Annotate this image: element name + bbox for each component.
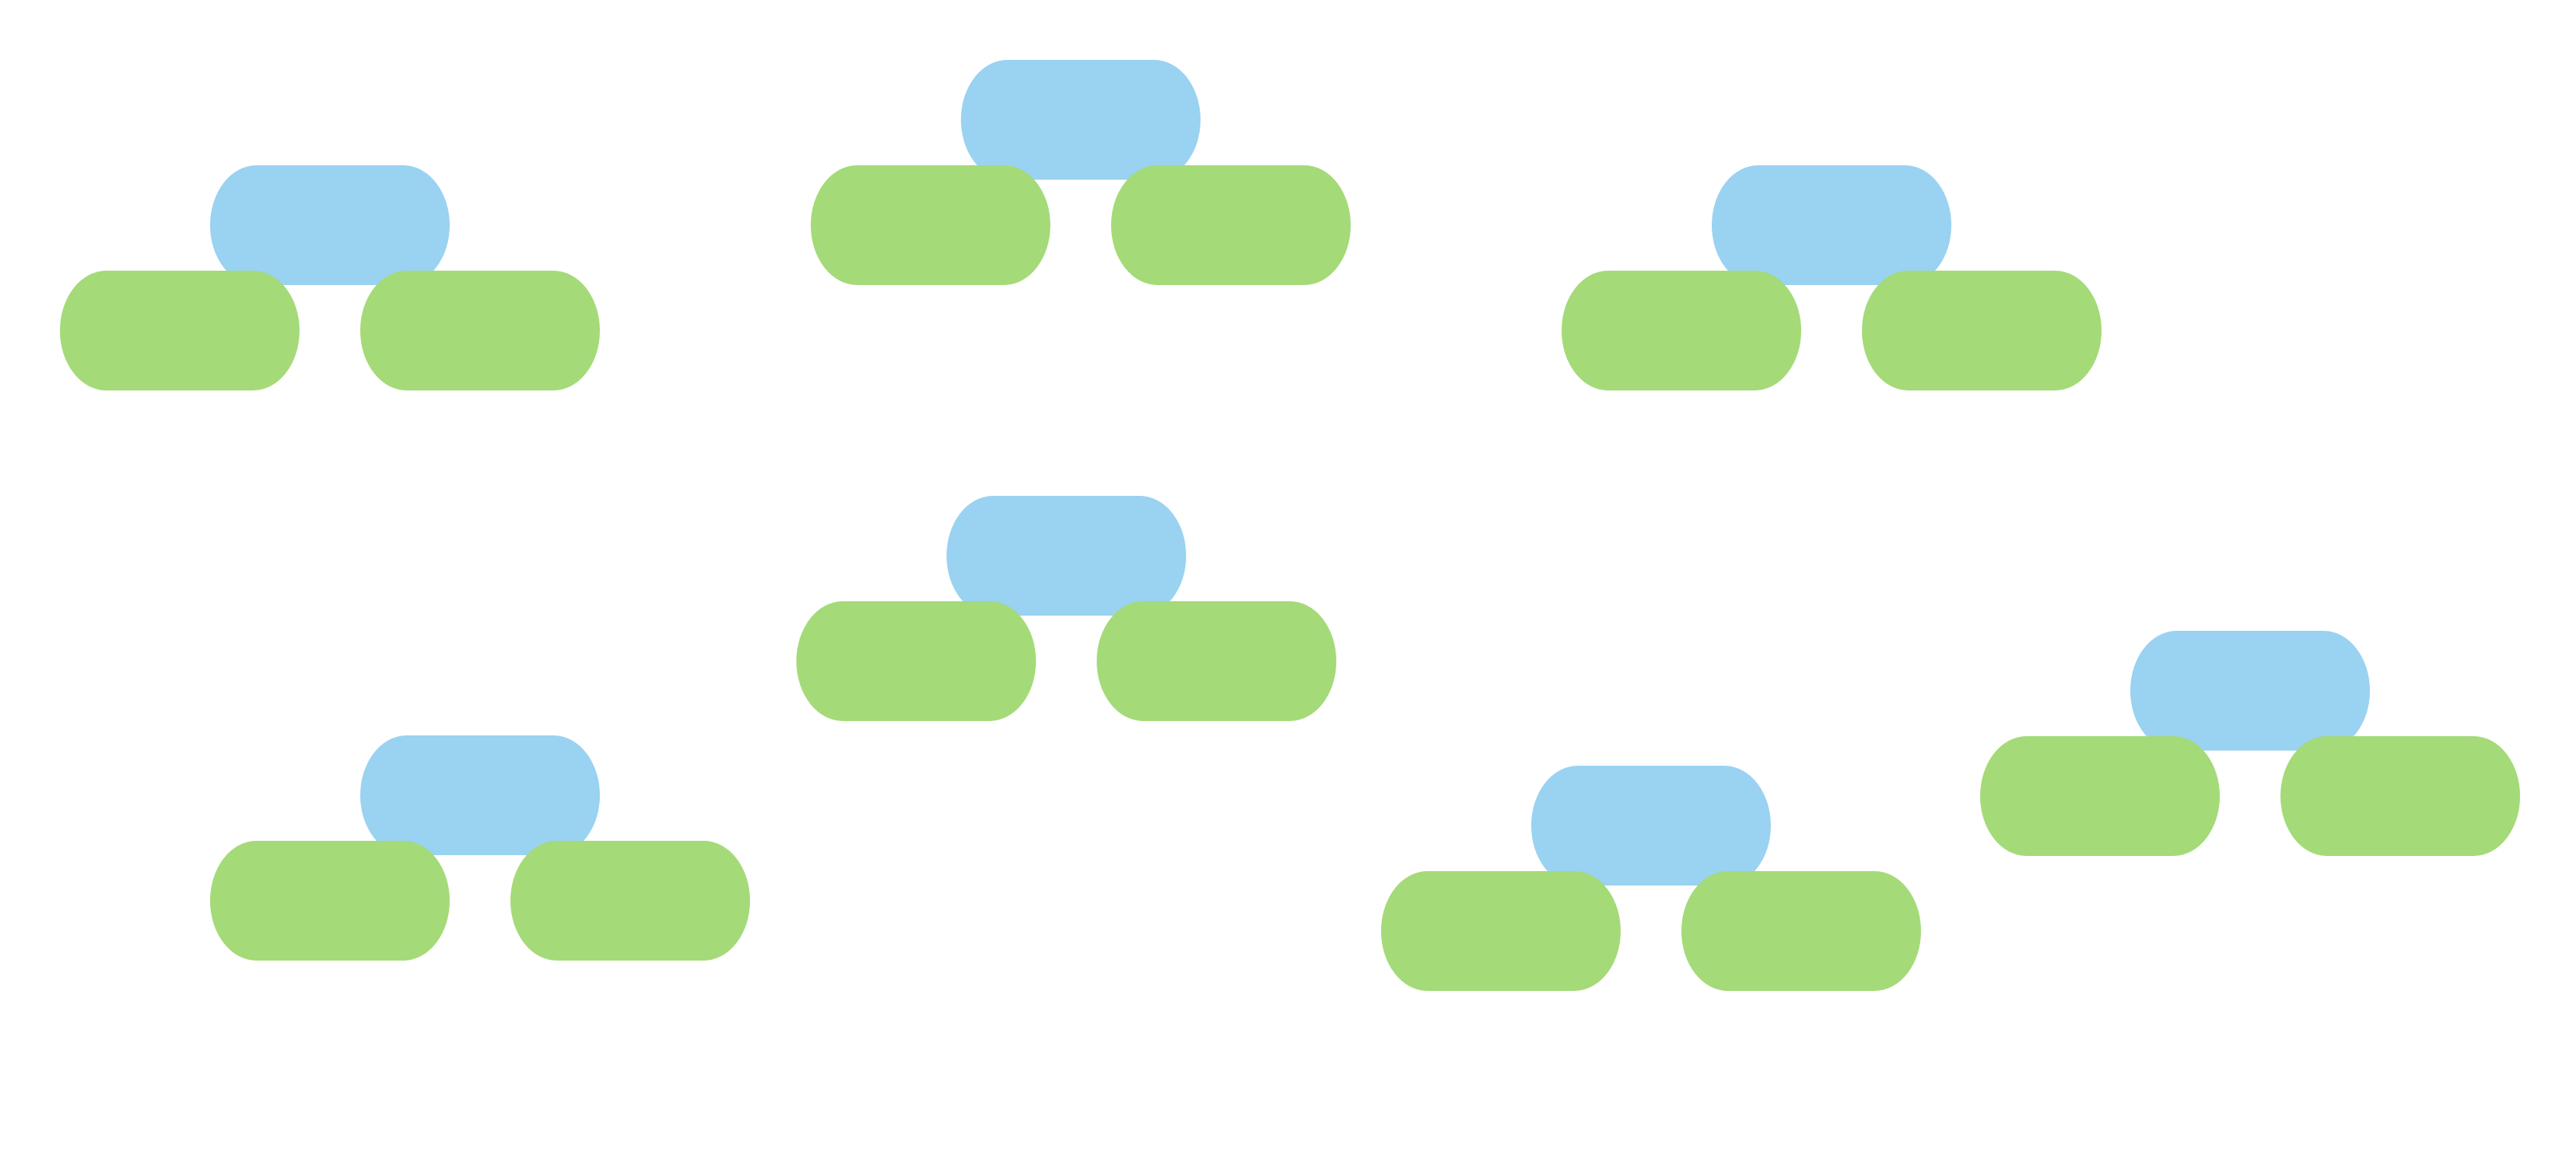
tree-3 — [1562, 165, 2102, 390]
tree-3-root-node — [1712, 165, 1951, 285]
tree-2-child-node-1-shape — [811, 165, 1050, 285]
tree-7-root-node — [1531, 766, 1771, 886]
tree-1-root-node-shape — [210, 165, 450, 285]
tree-3-child-node-2-shape — [1862, 271, 2102, 390]
tree-7-child-node-1-shape — [1381, 871, 1621, 991]
tree-6-child-node-2-shape — [2280, 736, 2520, 856]
tree-6-root-node-shape — [2130, 631, 2370, 751]
tree-5 — [210, 735, 750, 961]
tree-6 — [1980, 631, 2520, 856]
tree-6-child-node-1-shape — [1980, 736, 2220, 856]
tree-2-root-node — [961, 60, 1201, 180]
tree-4-root-node — [947, 496, 1186, 616]
tree-2-child-node-2 — [1111, 165, 1351, 285]
tree-5-child-node-2 — [510, 841, 750, 961]
tree-4-root-node-shape — [947, 496, 1186, 616]
tree-3-child-node-1 — [1562, 271, 1801, 390]
tree-2-child-node-1 — [811, 165, 1050, 285]
tree-5-child-node-2-shape — [510, 841, 750, 961]
tree-6-root-node — [2130, 631, 2370, 751]
tree-6-child-node-1 — [1980, 736, 2220, 856]
tree-1-child-node-1 — [60, 271, 300, 390]
tree-1-child-node-2 — [360, 271, 600, 390]
tree-7-child-node-2 — [1681, 871, 1921, 991]
tree-3-child-node-2 — [1862, 271, 2102, 390]
tree-5-root-node-shape — [360, 735, 600, 855]
tree-6-child-node-2 — [2280, 736, 2520, 856]
tree-1-child-node-2-shape — [360, 271, 600, 390]
tree-5-child-node-1-shape — [210, 841, 450, 961]
tree-4 — [796, 496, 1336, 721]
tree-4-child-node-1 — [796, 601, 1036, 721]
tree-3-child-node-1-shape — [1562, 271, 1801, 390]
tree-1 — [60, 165, 600, 390]
tree-3-root-node-shape — [1712, 165, 1951, 285]
tree-2 — [811, 60, 1351, 285]
tree-5-root-node — [360, 735, 600, 855]
tree-7-child-node-1 — [1381, 871, 1621, 991]
tree-5-child-node-1 — [210, 841, 450, 961]
tree-2-root-node-shape — [961, 60, 1201, 180]
tree-7-child-node-2-shape — [1681, 871, 1921, 991]
tree-7-root-node-shape — [1531, 766, 1771, 886]
tree-4-child-node-2-shape — [1097, 601, 1336, 721]
tree-1-child-node-1-shape — [60, 271, 300, 390]
tree-4-child-node-1-shape — [796, 601, 1036, 721]
tree-7 — [1381, 766, 1921, 991]
tree-1-root-node — [210, 165, 450, 285]
tree-4-child-node-2 — [1097, 601, 1336, 721]
tree-2-child-node-2-shape — [1111, 165, 1351, 285]
